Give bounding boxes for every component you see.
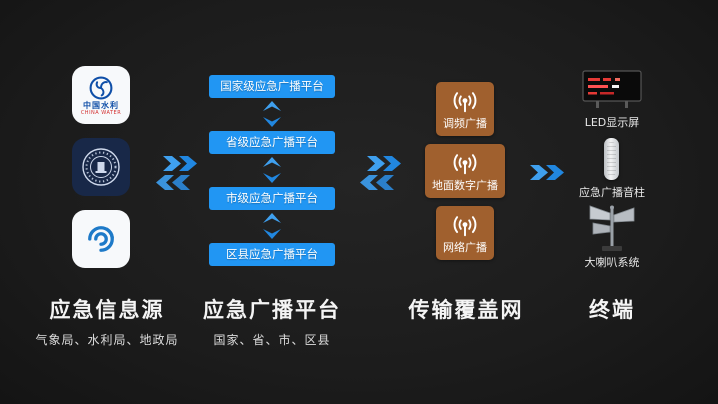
terminal-label-horn: 大喇叭系统 (584, 256, 640, 269)
speaker-column-image (604, 138, 619, 180)
broadcast-antenna-icon (453, 215, 477, 236)
flow-arrow-vertical-icon (263, 101, 281, 127)
flow-arrow-left-icon (360, 175, 394, 190)
network-tile-label: 网络广播 (443, 240, 487, 254)
flow-arrow-right-icon (163, 156, 197, 171)
terminals-title: 终端 (589, 298, 635, 322)
network-title: 传输覆盖网 (408, 298, 524, 322)
network-tile-fm: 调频广播 (436, 82, 494, 136)
china-water-label: 中国水利 (83, 100, 119, 110)
network-tile-label: 调频广播 (443, 116, 487, 130)
water-resources-seal-logo (72, 138, 130, 196)
network-tile-label: 地面数字广播 (432, 178, 498, 192)
led-screen-image (582, 70, 642, 108)
flow-arrow-vertical-icon (263, 157, 281, 183)
platform-box-national: 国家级应急广播平台 (209, 75, 335, 98)
flow-arrow-right-icon (367, 156, 401, 171)
platform-box-province: 省级应急广播平台 (209, 131, 335, 154)
sources-title: 应急信息源 (49, 298, 165, 322)
china-water-logo: 中国水利 CHINA WATER (72, 66, 130, 124)
terminal-label-led: LED显示屏 (584, 116, 640, 129)
network-tile-internet: 网络广播 (436, 206, 494, 260)
cma-swirl-icon (88, 226, 114, 252)
terminal-label-column: 应急广播音柱 (579, 186, 645, 199)
horn-speaker-image (589, 205, 635, 251)
flow-arrow-left-icon (156, 175, 190, 190)
flow-arrow-vertical-icon (263, 213, 281, 239)
platform-box-city: 市级应急广播平台 (209, 187, 335, 210)
broadcast-antenna-icon (453, 153, 477, 174)
china-water-emblem-icon (89, 76, 113, 99)
sources-subtitle: 气象局、水利局、地政局 (35, 333, 179, 347)
seal-emblem-icon (82, 148, 120, 186)
china-water-sublabel: CHINA WATER (80, 109, 122, 116)
platforms-title: 应急广播平台 (203, 298, 341, 322)
flow-arrow-right-icon (530, 165, 564, 180)
platforms-subtitle: 国家、省、市、区县 (213, 333, 331, 347)
platform-box-district: 区县应急广播平台 (209, 243, 335, 266)
broadcast-antenna-icon (453, 91, 477, 112)
cma-cloud-logo (72, 210, 130, 268)
network-tile-digital: 地面数字广播 (425, 144, 505, 198)
